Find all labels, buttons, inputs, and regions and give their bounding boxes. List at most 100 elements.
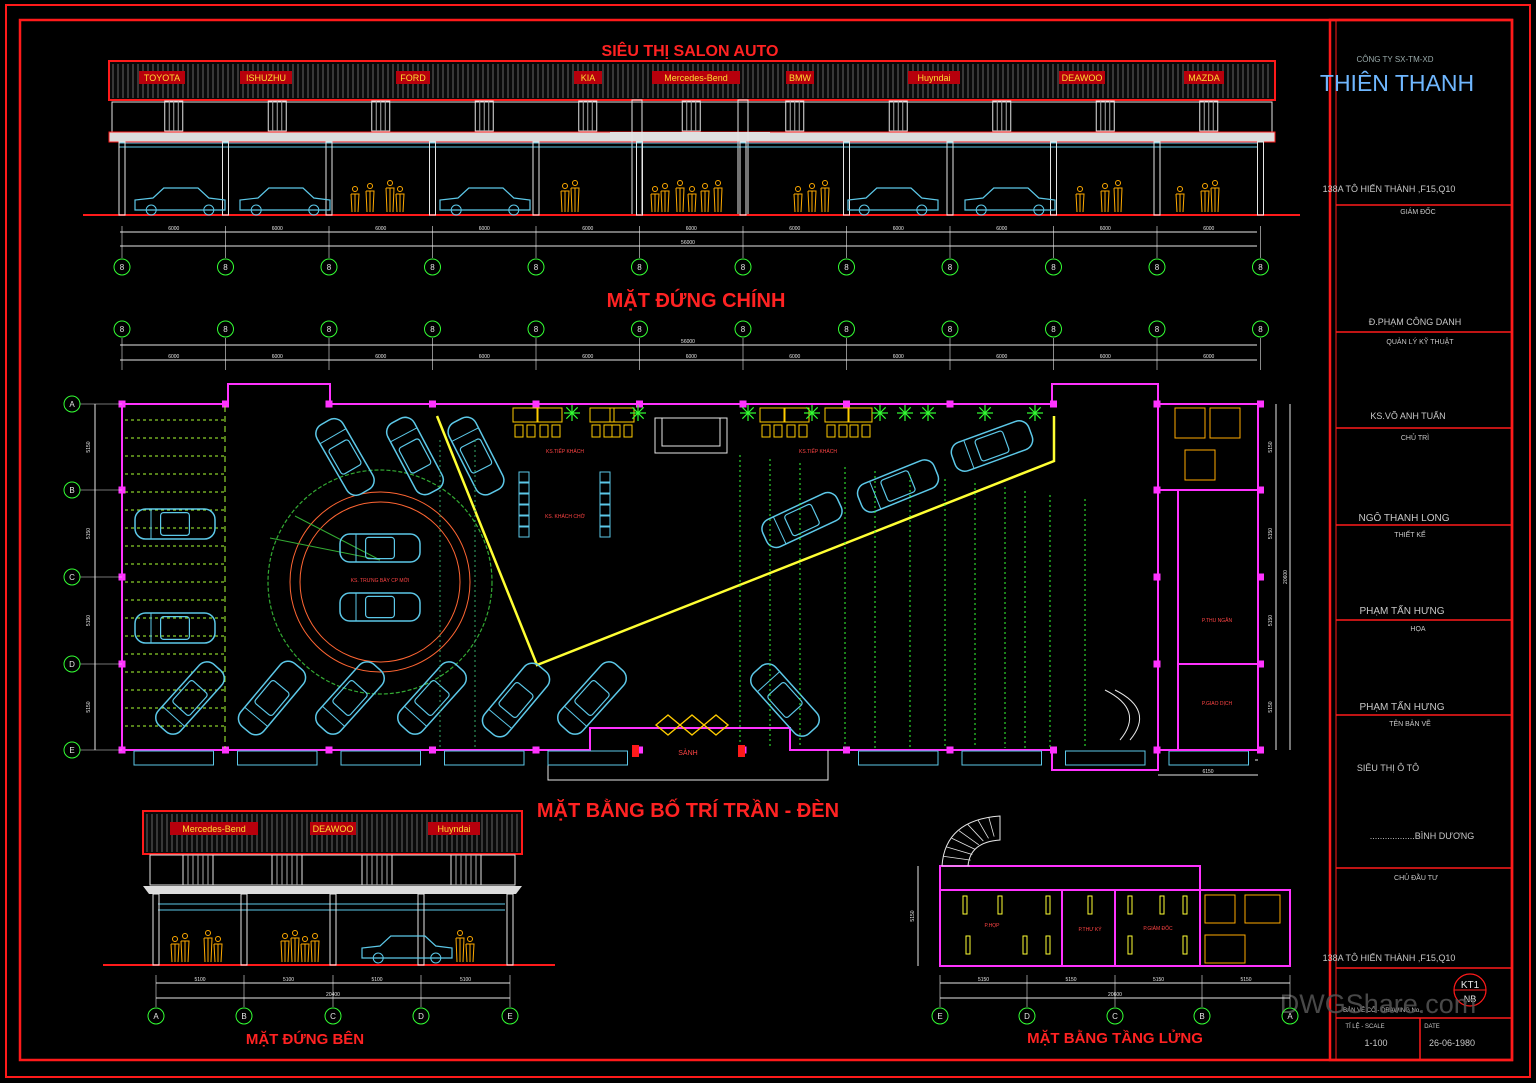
grid-axis-bubble bbox=[1281, 1007, 1299, 1025]
plan-column bbox=[325, 400, 333, 408]
dim-bay: 6000 bbox=[686, 354, 697, 360]
grid-bubble-label: 8 bbox=[534, 325, 539, 334]
brand-sign-label: TOYOTA bbox=[144, 73, 180, 83]
waiting-seat bbox=[599, 526, 611, 538]
dim-bay: 6000 bbox=[272, 226, 283, 232]
car-top-view bbox=[481, 662, 551, 738]
car-top-view bbox=[134, 508, 216, 540]
plan-column bbox=[1257, 746, 1264, 754]
person-figure bbox=[1077, 186, 1083, 192]
light-fixture bbox=[965, 935, 971, 955]
car-side-view bbox=[134, 187, 226, 211]
grid-axis-label: C bbox=[69, 573, 75, 582]
person-figure bbox=[1102, 183, 1108, 189]
brand-sign-bg bbox=[170, 822, 258, 835]
dim-plan-row: 5150 bbox=[86, 701, 92, 712]
plant-icon bbox=[1027, 405, 1043, 421]
car-top-view bbox=[339, 533, 421, 563]
light-fixture bbox=[1087, 895, 1093, 915]
car-top-view bbox=[314, 661, 386, 735]
reception-table bbox=[589, 407, 615, 423]
car-top-view bbox=[396, 661, 468, 735]
grid-bubble-label: 8 bbox=[327, 325, 332, 334]
grid-bubble-label: 8 bbox=[948, 325, 953, 334]
brand-sign-bg bbox=[652, 71, 740, 84]
person-figure bbox=[205, 930, 211, 936]
plan-window bbox=[340, 750, 421, 766]
grid-bubble-label: 8 bbox=[1258, 263, 1263, 272]
person-figure bbox=[387, 180, 393, 186]
person-figure bbox=[662, 183, 668, 189]
grid-bubble bbox=[320, 258, 338, 276]
front-pier bbox=[222, 141, 229, 216]
mezzanine-plan-title: MẶT BẰNG TẦNG LỬNG bbox=[1027, 1029, 1203, 1047]
dim-bay: 6000 bbox=[1203, 226, 1214, 232]
role-lead: CHỦ TRÌ bbox=[1401, 433, 1429, 442]
dim-overall: 56000 bbox=[681, 339, 695, 345]
grid-axis-bubble bbox=[63, 741, 81, 759]
brand-sign-bg bbox=[139, 71, 185, 84]
brand-sign-label: Huyndai bbox=[917, 73, 950, 83]
grid-bubble bbox=[734, 258, 752, 276]
grid-axis-label: D bbox=[69, 660, 75, 669]
brand-sign-bg bbox=[240, 71, 292, 84]
front-pier bbox=[118, 141, 126, 216]
grid-bubble bbox=[941, 258, 959, 276]
waiting-seat bbox=[518, 482, 530, 494]
grid-bubble bbox=[424, 258, 441, 276]
grid-bubble bbox=[320, 320, 338, 338]
plan-column bbox=[325, 746, 333, 754]
grid-bubble bbox=[217, 320, 234, 338]
role-director: GIÁM ĐỐC bbox=[1400, 206, 1435, 216]
plan-column bbox=[1257, 400, 1264, 408]
plan-window bbox=[237, 750, 318, 766]
waiting-seat bbox=[599, 515, 611, 527]
watermark: DWGShare.com bbox=[1280, 989, 1477, 1019]
grid-bubble-label: 8 bbox=[1051, 325, 1056, 334]
dim-bay: 6000 bbox=[272, 354, 283, 360]
grid-bubble-label: 8 bbox=[1155, 263, 1160, 272]
grid-bubble bbox=[838, 320, 855, 338]
grid-bubble bbox=[424, 320, 441, 338]
label-display: KS. TRƯNG BÀY CP MỚI bbox=[351, 577, 410, 584]
car-top-view bbox=[385, 416, 445, 496]
brand-sign-label: Mercedes-Bend bbox=[182, 824, 246, 834]
front-pier bbox=[636, 141, 643, 216]
waiting-seat bbox=[599, 504, 611, 516]
front-pier bbox=[325, 141, 333, 216]
plant-icon bbox=[897, 405, 913, 421]
side-elevation-title: MẶT ĐỨNG BÊN bbox=[246, 1030, 364, 1048]
grid-bubble-label: 8 bbox=[223, 325, 228, 334]
dim-bay: 6000 bbox=[789, 226, 800, 232]
grid-axis-bubble bbox=[1193, 1007, 1211, 1025]
brand-sign-label: BMW bbox=[789, 73, 812, 83]
grid-axis-label: A bbox=[153, 1012, 159, 1021]
reception-table bbox=[759, 407, 785, 423]
scale-value: 1-100 bbox=[1364, 1038, 1387, 1048]
dim-side-bay: 5100 bbox=[371, 977, 382, 983]
waiting-seat bbox=[518, 471, 530, 483]
dim-bay: 6000 bbox=[168, 226, 179, 232]
car-top-view bbox=[447, 416, 505, 496]
grid-bubble-label: 8 bbox=[948, 263, 953, 272]
grid-bubble-label: 8 bbox=[120, 263, 125, 272]
waiting-seat bbox=[599, 471, 611, 483]
brand-sign-label: MAZDA bbox=[1188, 73, 1220, 83]
plant-icon bbox=[872, 405, 888, 421]
grid-axis-label: E bbox=[69, 746, 74, 755]
grid-axis-label: E bbox=[507, 1012, 512, 1021]
dim-plan-row: 5150 bbox=[1268, 701, 1274, 712]
grid-axis-label: D bbox=[418, 1012, 424, 1021]
grid-bubble-label: 8 bbox=[430, 263, 435, 272]
brand-sign-label: KIA bbox=[581, 73, 596, 83]
dim-bay: 6000 bbox=[996, 226, 1007, 232]
brand-sign-label: ISHUZHU bbox=[246, 73, 286, 83]
person-figure bbox=[282, 933, 288, 939]
plant-icon bbox=[804, 405, 820, 421]
sheet-name: SIÊU THỊ Ô TÔ bbox=[1357, 763, 1419, 773]
grid-bubble-label: 8 bbox=[1258, 325, 1263, 334]
front-pier bbox=[946, 141, 954, 216]
person-figure bbox=[215, 936, 221, 942]
light-fixture bbox=[1159, 895, 1165, 915]
